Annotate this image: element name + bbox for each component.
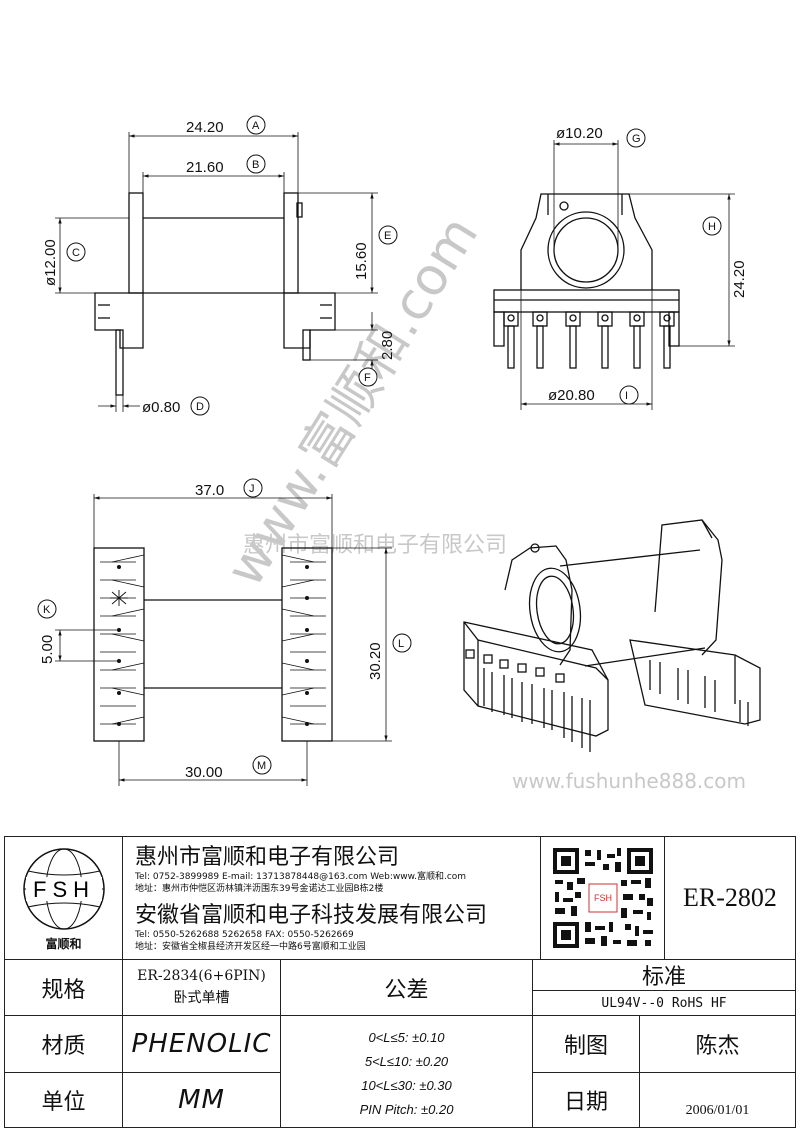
tolerance-item: PIN Pitch: ±0.20 <box>359 1102 454 1117</box>
dim-j-letter: J <box>249 483 255 495</box>
dim-e-value: 15.60 <box>353 242 370 280</box>
dim-m-letter: M <box>257 760 266 772</box>
qr-code: FSH <box>540 837 664 959</box>
globe-icon: FSH <box>22 847 105 930</box>
standard-value: UL94V--0 RoHS HF <box>601 996 727 1011</box>
tolerance-list: 0<L≤5: ±0.10 5<L≤10: ±0.20 10<L≤30: ±0.3… <box>280 1015 532 1127</box>
logo-caption: 富顺和 <box>45 936 82 951</box>
dim-f-value: 2.80 <box>379 331 396 360</box>
plan-view-labels: 37.0 J 5.00 K 30.20 L 30.00 M <box>37 478 412 781</box>
dim-m-value: 30.00 <box>185 764 223 781</box>
spec-label: 规格 <box>5 959 122 1015</box>
side-view <box>94 192 336 396</box>
standard-cell: 标准 UL94V--0 RoHS HF <box>532 959 795 1015</box>
standard-label: 标准 <box>533 960 795 991</box>
dim-i-letter: I <box>625 390 628 402</box>
material-value: PHENOLIC <box>122 1015 280 1072</box>
company2-address: 地址：安徽省全椒县经济开发区经一中路6号富顺和工业园 <box>135 942 366 952</box>
dim-d-value: ø0.80 <box>142 399 180 416</box>
part-number: ER-2802 <box>664 837 795 959</box>
front-view <box>493 193 680 369</box>
unit-label: 单位 <box>5 1072 122 1127</box>
dim-c-letter: C <box>72 247 80 259</box>
date-value: 2006/01/01 <box>639 1072 795 1127</box>
spec-value: ER-2834(6+6PIN) 卧式单槽 <box>122 959 280 1015</box>
dim-b-letter: B <box>252 159 259 171</box>
technical-drawing: www.富顺和.com 惠州市富顺和电子有限公司 <box>37 115 761 793</box>
tolerance-item: 0<L≤5: ±0.10 <box>368 1030 445 1045</box>
company2-contact: Tel: 0550-5262688 5262658 FAX: 0550-5262… <box>135 930 354 940</box>
company-info: 惠州市富顺和电子有限公司 Tel: 0752-3899989 E-mail: 1… <box>122 837 540 959</box>
dim-a-value: 24.20 <box>186 119 224 136</box>
dim-k-value: 5.00 <box>39 635 56 664</box>
drawn-value: 陈杰 <box>639 1015 795 1072</box>
side-view-labels: 24.20 A 21.60 B ø12.00 C 15.60 E 2.80 F … <box>42 115 398 416</box>
unit-value: MM <box>122 1072 280 1127</box>
front-view-labels: ø10.20 G 24.20 H ø20.80 I <box>548 125 748 405</box>
dim-h-letter: H <box>708 221 716 233</box>
dim-a-letter: A <box>252 120 260 132</box>
spec-value-model: ER-2834(6+6PIN) <box>137 968 266 984</box>
title-block: FSH 富顺和 惠州市富顺和电子有限公司 Tel: 0752-3899989 E… <box>4 836 796 1128</box>
dim-b-value: 21.60 <box>186 159 224 176</box>
dim-d-letter: D <box>196 401 204 413</box>
dim-j-value: 37.0 <box>195 482 224 499</box>
dim-l-value: 30.20 <box>367 642 384 680</box>
material-label: 材质 <box>5 1015 122 1072</box>
company1-contact: Tel: 0752-3899989 E-mail: 13713878448@16… <box>135 872 467 882</box>
spec-value-type: 卧式单槽 <box>173 990 230 1006</box>
dim-l-letter: L <box>398 638 404 650</box>
logo-letters: FSH <box>33 877 95 902</box>
watermark-company: 惠州市富顺和电子有限公司 <box>243 533 507 558</box>
dim-f-letter: F <box>364 372 371 384</box>
date-label: 日期 <box>532 1072 639 1127</box>
dim-h-value: 24.20 <box>731 260 748 298</box>
qr-code-icon: FSH <box>550 846 655 950</box>
watermark-site: www.fushunhe888.com <box>512 769 746 793</box>
front-view-dimensions <box>520 140 735 410</box>
dim-i-value: ø20.80 <box>548 387 595 404</box>
tolerance-item: 10<L≤30: ±0.30 <box>361 1078 452 1093</box>
company-logo: FSH 富顺和 <box>5 837 122 959</box>
dim-e-letter: E <box>384 230 391 242</box>
dim-g-value: ø10.20 <box>556 125 603 142</box>
dim-c-value: ø12.00 <box>42 239 59 286</box>
company1-address: 地址：惠州市仲恺区沥林镇泮沥围东39号金诺达工业园B栋2楼 <box>135 884 384 894</box>
isometric-view <box>463 519 761 752</box>
company2-name: 安徽省富顺和电子科技发展有限公司 <box>135 903 488 928</box>
dim-g-letter: G <box>632 133 641 145</box>
qr-center-text: FSH <box>594 893 612 903</box>
dim-k-letter: K <box>43 604 51 616</box>
side-view-dimensions <box>55 132 378 412</box>
tolerance-item: 5<L≤10: ±0.20 <box>364 1054 449 1069</box>
tolerance-label: 公差 <box>280 959 532 1015</box>
drawn-label: 制图 <box>532 1015 639 1072</box>
company1-name: 惠州市富顺和电子有限公司 <box>135 845 400 870</box>
plan-view-dimensions <box>55 494 392 786</box>
plan-view <box>93 547 333 742</box>
